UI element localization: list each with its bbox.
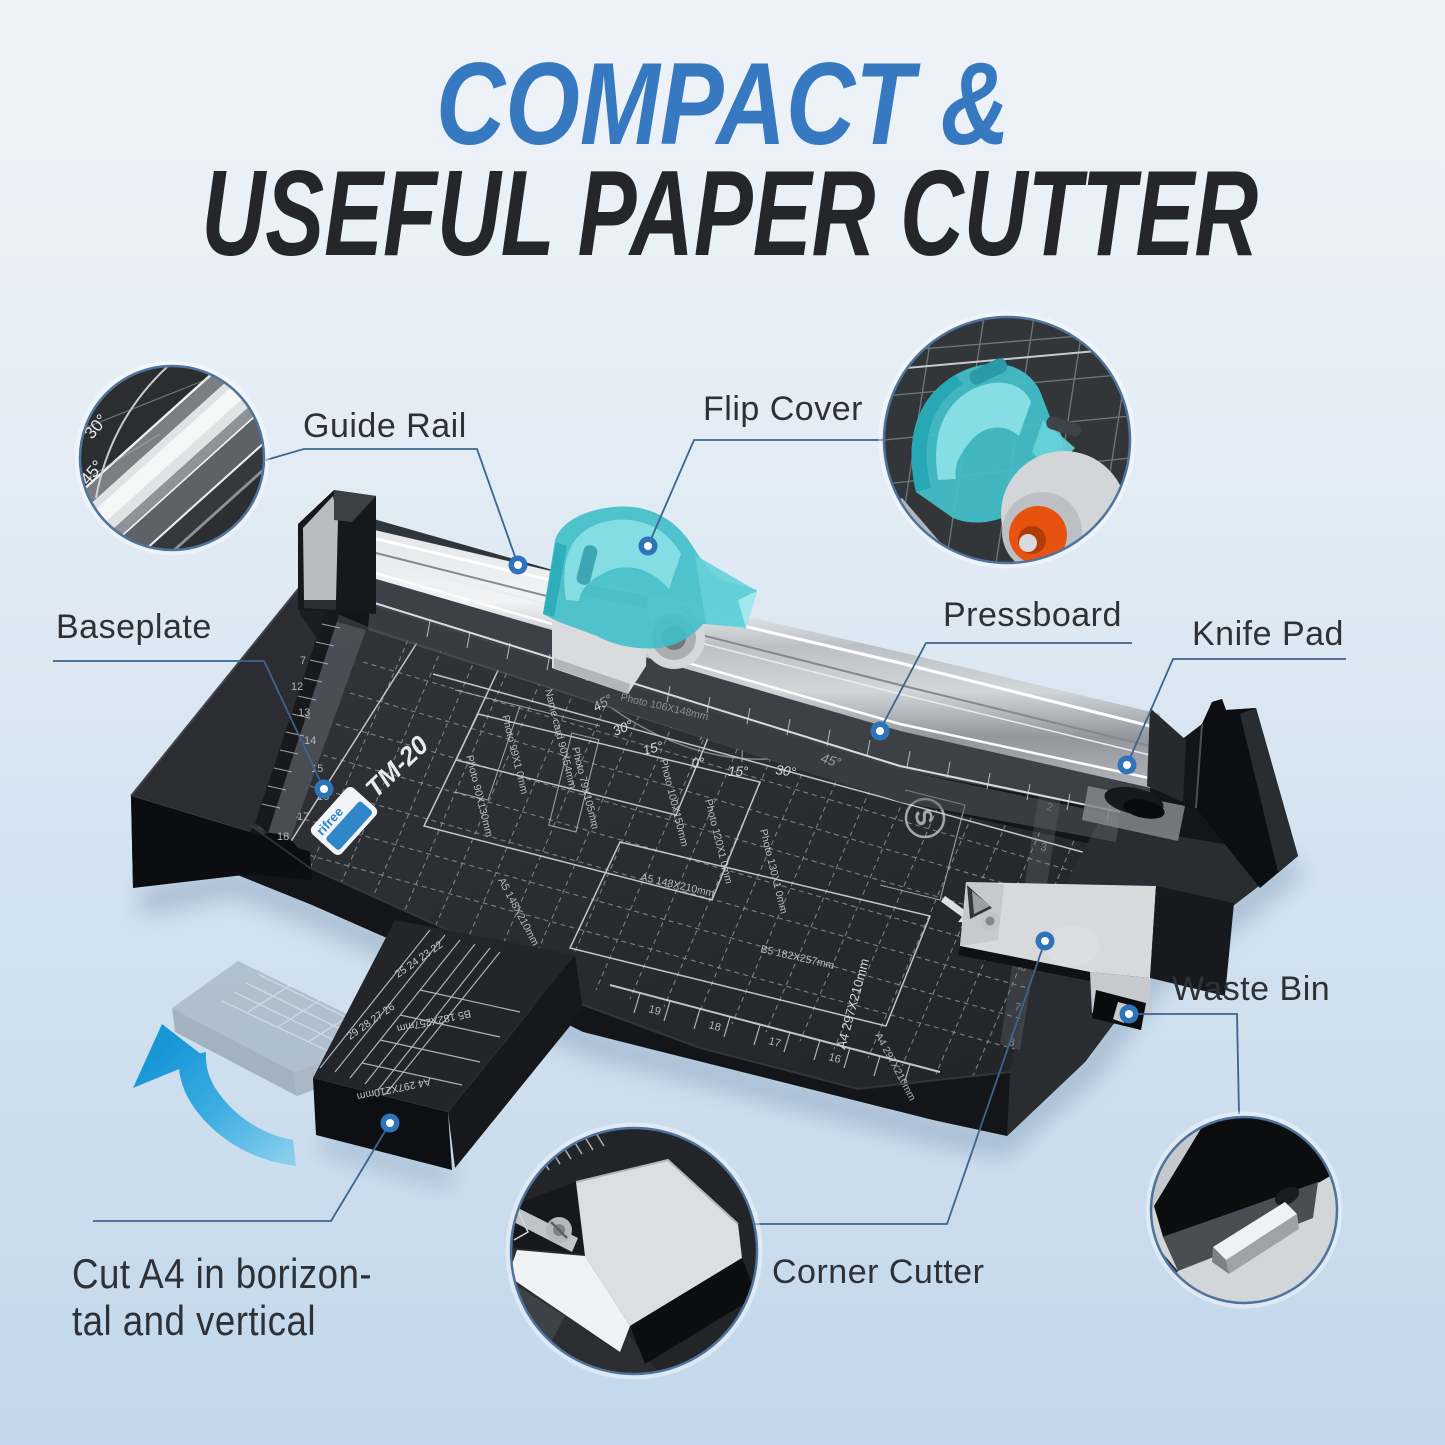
svg-text:17: 17: [767, 1035, 782, 1050]
svg-text:16: 16: [827, 1051, 842, 1066]
svg-text:18: 18: [707, 1019, 722, 1034]
svg-text:0°: 0°: [691, 755, 706, 771]
svg-text:18: 18: [277, 831, 289, 843]
svg-text:15°: 15°: [728, 764, 749, 779]
svg-text:30°: 30°: [611, 717, 636, 739]
svg-text:15°: 15°: [641, 738, 665, 758]
svg-text:7: 7: [1013, 1001, 1021, 1014]
svg-text:S: S: [908, 806, 938, 828]
svg-text:12: 12: [291, 681, 303, 693]
svg-text:8: 8: [1007, 1036, 1015, 1049]
svg-text:3: 3: [1039, 841, 1047, 854]
svg-text:7: 7: [300, 655, 306, 667]
svg-text:19: 19: [647, 1003, 662, 1018]
svg-text:14: 14: [304, 735, 316, 747]
svg-text:13: 13: [298, 707, 310, 719]
svg-text:17: 17: [297, 811, 309, 823]
